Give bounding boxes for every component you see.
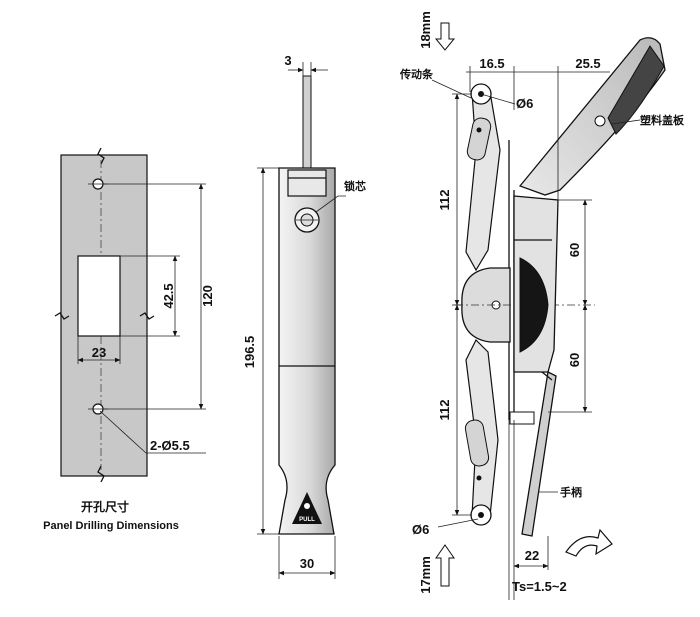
dim-lower-length: 112 — [437, 400, 452, 421]
central-hub — [461, 267, 511, 343]
dim-holes: 2-Ø5.5 — [150, 438, 190, 453]
lock-cap — [287, 169, 327, 197]
handle-lever — [521, 371, 557, 537]
label-drive-bar: 传动条 — [399, 67, 434, 81]
break-mark-top — [97, 147, 105, 165]
label-plastic-cover: 塑料盖板 — [640, 113, 685, 127]
arrow-down-icon — [434, 22, 456, 51]
dim-offset-right: 25.5 — [575, 56, 600, 71]
dim-top-travel: 18mm — [418, 11, 433, 49]
handle-body — [278, 167, 336, 535]
dim-lower-half: 60 — [567, 353, 582, 367]
panel-caption-en: Panel Drilling Dimensions — [43, 520, 179, 532]
dim-width: 30 — [300, 556, 314, 571]
dim-hole-top: Ø6 — [516, 96, 533, 111]
arrow-up-icon — [435, 544, 455, 587]
panel-caption-cn: 开孔尺寸 — [81, 499, 129, 514]
drive-bar-upper — [465, 91, 501, 272]
front-view: 3 锁芯 PULL 196.5 30 — [242, 53, 366, 579]
panel-drilling-view: 120 42.5 23 2-Ø5.5 开孔尺寸 Panel Drilling D… — [43, 147, 215, 532]
break-mark-left — [54, 312, 70, 320]
rotate-arrow-icon — [565, 528, 613, 557]
side-view: 18mm 17mm — [399, 11, 685, 600]
dim-rod-width: 3 — [284, 53, 291, 68]
break-mark-bottom — [97, 465, 105, 483]
label-lock-core: 锁芯 — [344, 179, 366, 193]
dim-ts: Ts=1.5~2 — [512, 579, 567, 594]
dim-hole-bottom: Ø6 — [412, 522, 429, 537]
dim-slot-width: 23 — [92, 345, 106, 360]
plastic-cover — [518, 37, 666, 196]
pull-text: PULL — [299, 517, 315, 523]
dim-length: 196.5 — [242, 336, 257, 369]
cutout-slot — [77, 255, 121, 337]
label-handle: 手柄 — [560, 485, 582, 499]
dim-bottom-travel: 17mm — [418, 556, 433, 594]
latch-rod — [302, 75, 312, 171]
dim-panel-height: 120 — [200, 285, 215, 307]
break-mark-right — [139, 312, 155, 320]
dim-slot-height: 42.5 — [161, 283, 176, 308]
dim-upper-half: 60 — [567, 243, 582, 257]
dim-offset-left: 16.5 — [479, 56, 504, 71]
dim-handle-depth: 22 — [525, 548, 539, 563]
dim-upper-length: 112 — [437, 190, 452, 211]
